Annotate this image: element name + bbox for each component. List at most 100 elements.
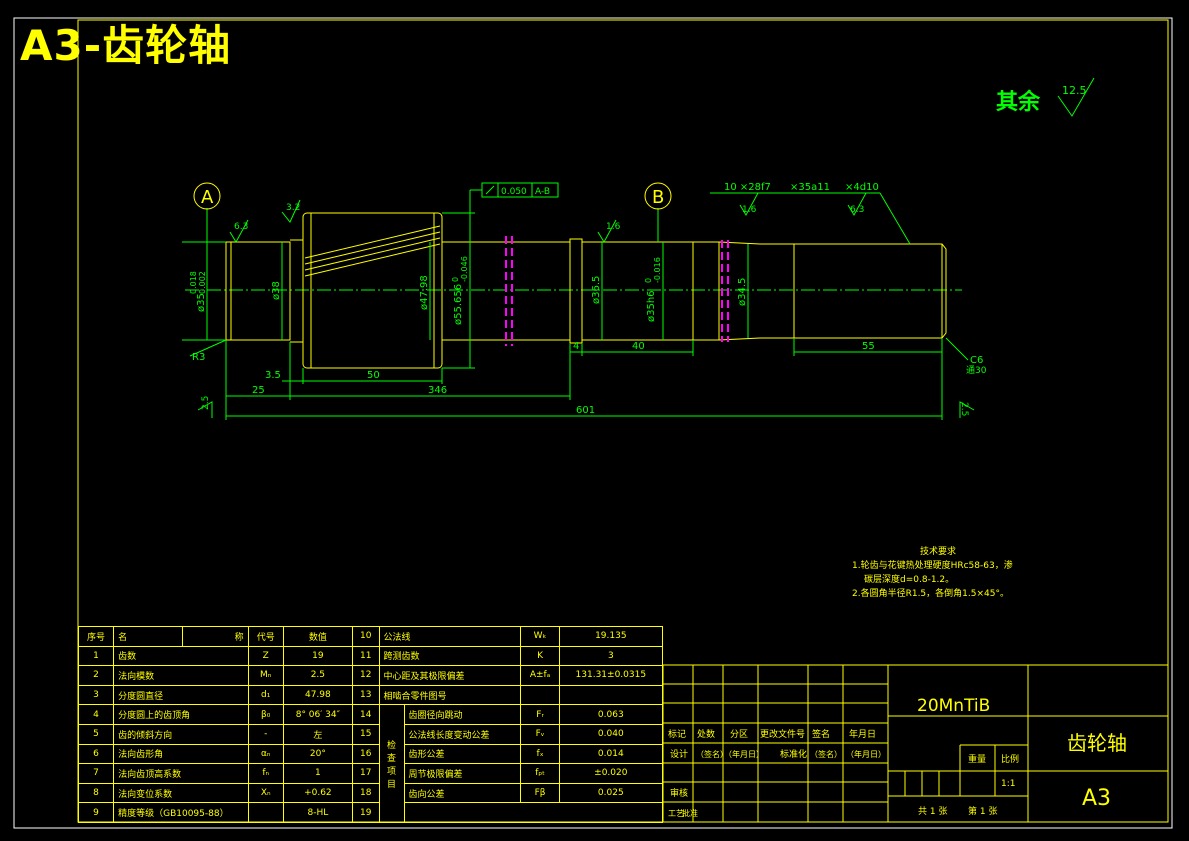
table-cell: αₙ <box>247 743 284 765</box>
table-cell: 0.040 <box>558 723 664 745</box>
table-cell: 12 <box>351 665 380 686</box>
datum-a-circle <box>193 182 221 210</box>
table-cell: 3 <box>558 645 664 667</box>
material-text: 20MnTiB <box>917 696 990 716</box>
table-cell: 法向模数 <box>113 665 249 686</box>
tb-zone: 分区 <box>730 729 748 740</box>
table-cell: Z <box>247 645 284 667</box>
table-cell: 2.5 <box>282 665 353 686</box>
inspect-label: 检查项目 <box>378 704 405 823</box>
table-cell: 数值 <box>282 626 353 647</box>
table-cell <box>558 684 664 706</box>
datum-b-circle <box>644 182 672 210</box>
tech-line-1: 1.轮齿与花键热处理硬度HRc58-63，渗 <box>852 561 1013 571</box>
roughness-r3: 1.6 <box>606 222 621 232</box>
len-l3: 50 <box>367 370 380 381</box>
table-cell: 公法线长度变动公差 <box>403 723 522 745</box>
tolerance-value: 0.050 <box>501 187 527 197</box>
table-cell: - <box>247 723 284 745</box>
roughness-r2: 3.2 <box>286 203 300 213</box>
spline-note-2: ×35a11 <box>790 182 830 193</box>
dia-d5: ø36.5 <box>591 276 602 304</box>
drawing-title: A3-齿轮轴 <box>20 21 232 70</box>
roughness-symbols <box>197 77 1095 418</box>
table-cell: K <box>520 645 560 667</box>
table-cell: 分度圆上的齿顶角 <box>113 704 249 725</box>
table-cell: 齿向公差 <box>403 782 522 804</box>
tb-sign2: （签名） <box>810 749 842 759</box>
dia-d1: ø35 <box>196 293 207 312</box>
datum-a-label: A <box>201 187 214 208</box>
tb-weight: 重量 <box>968 753 986 765</box>
tb-std: 标准化 <box>780 748 807 760</box>
dia-d6: ø35h6 <box>646 290 657 322</box>
roughness-r4: 1.6 <box>742 205 757 215</box>
tb-approve: 批准 <box>682 808 698 818</box>
roughness-r1: 6.3 <box>234 222 248 232</box>
tb-sign-date: （签名）（年月日） <box>696 749 764 759</box>
table-cell: 左 <box>282 723 353 745</box>
part-name-text: 齿轮轴 <box>1067 731 1127 755</box>
table-cell: 8-HL <box>282 802 353 823</box>
tb-scale: 比例 <box>1001 753 1019 765</box>
table-cell: 19 <box>282 645 353 667</box>
dia-d6-tol-dn: -0.016 <box>653 257 662 283</box>
table-cell: 称 <box>182 626 249 647</box>
table-cell: 9 <box>77 802 115 823</box>
dia-d1-tol-up: 0.018 <box>189 271 198 294</box>
table-cell: 0.063 <box>558 704 664 725</box>
title-block-grid <box>662 664 1168 822</box>
len-l2: 25 <box>252 385 265 396</box>
tb-sheet: 第 1 张 <box>968 805 997 817</box>
table-cell: Mₙ <box>247 665 284 686</box>
tb-process: 工艺 <box>668 809 684 818</box>
shaft-outline <box>225 212 947 369</box>
tolerance-frame <box>481 182 559 198</box>
table-cell: 1 <box>282 763 353 784</box>
dia-d2: ø38 <box>271 281 282 300</box>
dia-d1-tol-dn: 0.002 <box>198 271 207 294</box>
spline-note-3: ×4d10 <box>845 182 879 193</box>
table-cell: 47.98 <box>282 684 353 706</box>
gear-teeth-lines <box>304 225 441 277</box>
table-cell: d₁ <box>247 684 284 706</box>
table-cell: Fᵣ <box>520 704 560 725</box>
table-cell: 齿圈径向跳动 <box>403 704 522 725</box>
tb-doc: 更改文件号 <box>760 728 805 740</box>
roughness-rest-label: 其余 <box>996 90 1041 115</box>
table-cell: fₚₜ <box>520 763 560 784</box>
dia-d4-tol-dn: -0.046 <box>460 256 469 282</box>
table-cell: Fβ <box>520 782 560 804</box>
table-cell: 周节极限偏差 <box>403 763 522 784</box>
dia-d7: ø34.5 <box>737 278 748 306</box>
table-cell: 法向变位系数 <box>113 782 249 804</box>
table-cell: 19.135 <box>558 626 664 647</box>
table-cell: 10 <box>351 626 380 647</box>
table-cell: 17 <box>351 763 380 784</box>
table-cell: 分度圆直径 <box>113 684 249 706</box>
table-cell: 代号 <box>247 626 284 647</box>
table-cell: 0.014 <box>558 743 664 765</box>
tb-date2: （年月日） <box>846 749 886 759</box>
tb-count: 处数 <box>697 728 715 740</box>
tech-requirements: 技术要求 1.轮齿与花键热处理硬度HRc58-63，渗 碳层深度d=0.8-1.… <box>852 545 1013 601</box>
len-l4: 346 <box>428 385 447 396</box>
roughness-r5: 6.3 <box>850 205 864 215</box>
tb-scale-value: 1:1 <box>1001 779 1015 789</box>
table-cell: Fᵥ <box>520 723 560 745</box>
table-cell: 15 <box>351 723 380 745</box>
table-cell: ±0.020 <box>558 763 664 784</box>
section-marks <box>505 236 729 346</box>
len-l5: 4 <box>573 341 579 352</box>
table-cell: A±fₐ <box>520 665 560 686</box>
table-cell: β₀ <box>247 704 284 725</box>
table-cell: 5 <box>77 723 115 745</box>
